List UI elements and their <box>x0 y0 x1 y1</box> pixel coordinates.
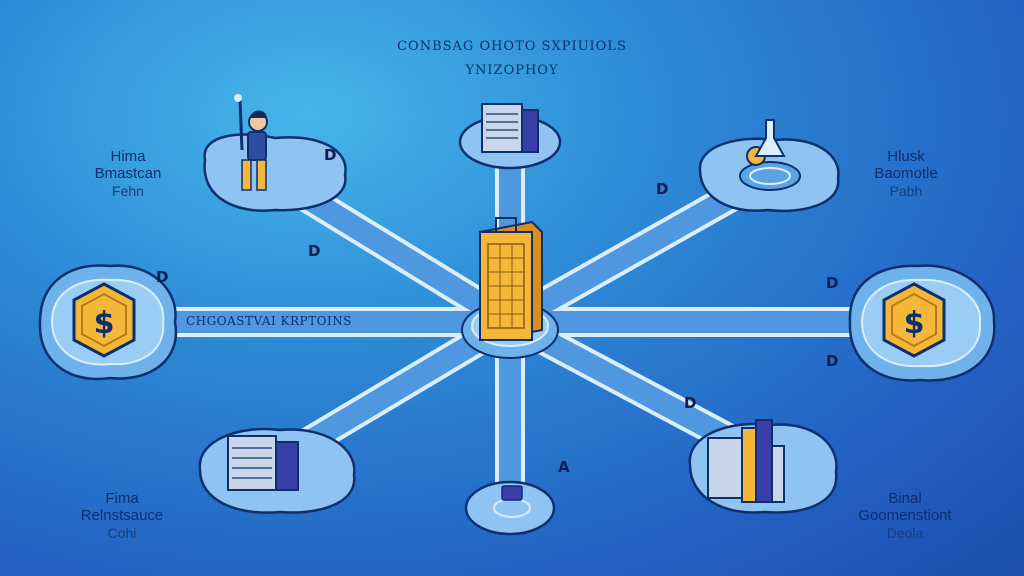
island-top-left <box>203 133 347 212</box>
label-top-left-line2: Bmastcan <box>94 165 162 183</box>
glyph-marker: D <box>324 146 337 164</box>
label-top-left-line3: Fehn <box>112 182 144 199</box>
lab-flask-icon <box>739 119 801 191</box>
diagram-title: CONBSAG OHOTO SXPIUIOLS <box>397 39 627 54</box>
label-bottom-left-line3: Cohi <box>107 524 137 541</box>
label-bottom-left-line2: Relnstsauce <box>80 507 164 525</box>
glyph-marker: D <box>308 242 321 260</box>
coin-symbol-left: $ <box>94 306 115 341</box>
label-top-right-line1: Hlusk <box>887 148 925 165</box>
label-top-right: Hlusk Baomotle Pabh <box>836 148 976 199</box>
label-top-left-line1: Hima <box>110 148 146 165</box>
label-bottom-right-line3: Deola <box>886 524 924 541</box>
coin-node-left <box>38 264 178 381</box>
person-icon <box>234 94 268 191</box>
beam-label: CHGOASTVAI KRPTOINS <box>186 314 352 328</box>
coin-node-right <box>848 264 996 382</box>
label-bottom-left-line1: Fima <box>105 490 139 507</box>
label-bottom-right-line2: Goomenstiont <box>858 507 952 525</box>
glyph-marker: D <box>684 394 697 412</box>
label-bottom-left: Fima Relnstsauce Cohi <box>52 490 192 541</box>
glyph-marker: D <box>656 180 669 198</box>
server-icon-bottom-left <box>227 435 299 491</box>
glyph-marker: D <box>826 274 839 292</box>
island-bottom-center <box>464 480 556 536</box>
diagram-subtitle: YNIZOPHOY <box>465 63 559 78</box>
device-icon-bottom <box>501 485 523 501</box>
glyph-marker: A <box>558 458 570 476</box>
server-icon-top <box>481 103 539 153</box>
label-top-right-line3: Pabh <box>889 182 923 199</box>
glyph-marker: D <box>826 352 839 370</box>
city-buildings-icon <box>707 419 785 503</box>
glyph-marker: D <box>156 268 169 286</box>
label-top-right-line2: Baomotle <box>874 165 938 183</box>
label-bottom-right: Binal Goomenstiont Deola <box>835 490 975 541</box>
label-bottom-right-line1: Binal <box>888 490 922 507</box>
label-top-left: Hima Bmastcan Fehn <box>58 148 198 199</box>
central-building-icon <box>479 217 543 342</box>
coin-symbol-right: $ <box>904 306 925 341</box>
